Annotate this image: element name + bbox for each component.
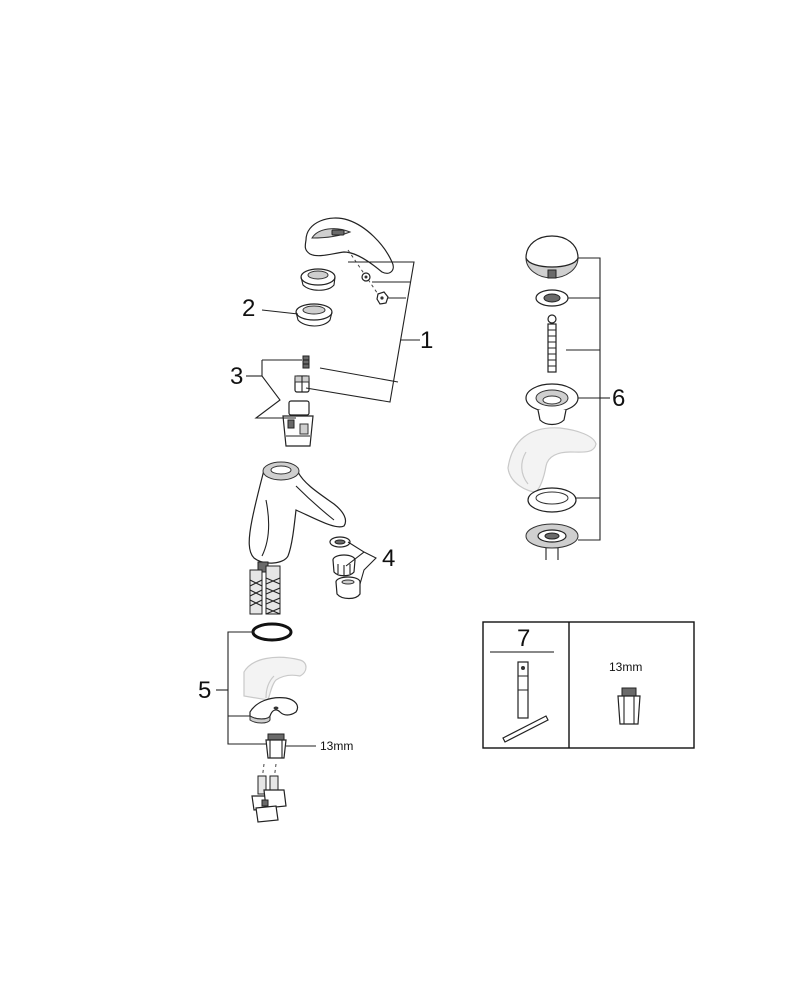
aerator-washer: [329, 536, 351, 548]
o-ring: [251, 622, 293, 642]
cartridge: [282, 400, 314, 447]
stopper-seal: [535, 289, 569, 307]
popup-stopper-cap: [525, 235, 579, 279]
callout-7: 7: [517, 625, 530, 652]
drain-nut: [525, 523, 579, 560]
service-key-tool: [502, 661, 549, 743]
part-2-ring: [295, 303, 333, 327]
basin-ghost-left: [243, 656, 307, 701]
tool-wrench-size-label: 13mm: [609, 660, 642, 674]
aerator-insert: [332, 554, 356, 577]
callout-6: 6: [612, 385, 625, 412]
wrench-size-label: 13mm: [320, 739, 353, 753]
hose-connectors: [251, 763, 287, 823]
callout-3: 3: [230, 363, 243, 390]
callout-2: 2: [242, 295, 255, 322]
callout-5: 5: [198, 677, 211, 704]
drain-flange: [525, 383, 579, 426]
horseshoe-washer: [249, 697, 299, 724]
aerator-housing: [335, 576, 361, 600]
faucet-body: [248, 461, 347, 564]
threaded-nut: [265, 733, 287, 759]
tool-box: 7 13mm: [482, 621, 695, 749]
stopper-rod: [547, 314, 557, 373]
cartridge-adapter: [294, 375, 310, 393]
cover-ring: [300, 268, 336, 291]
basin-ghost-right: [507, 427, 597, 493]
handle-screw-small: [361, 272, 371, 282]
hex-socket-part: [617, 687, 641, 725]
supply-hoses: [249, 561, 281, 615]
callout-1: 1: [420, 327, 433, 354]
cartridge-screw: [302, 355, 310, 369]
lever-handle: [304, 217, 394, 301]
leader-lines: [216, 257, 610, 747]
drain-gasket: [527, 487, 577, 513]
callout-4: 4: [382, 545, 395, 572]
handle-cap-small: [376, 291, 389, 305]
